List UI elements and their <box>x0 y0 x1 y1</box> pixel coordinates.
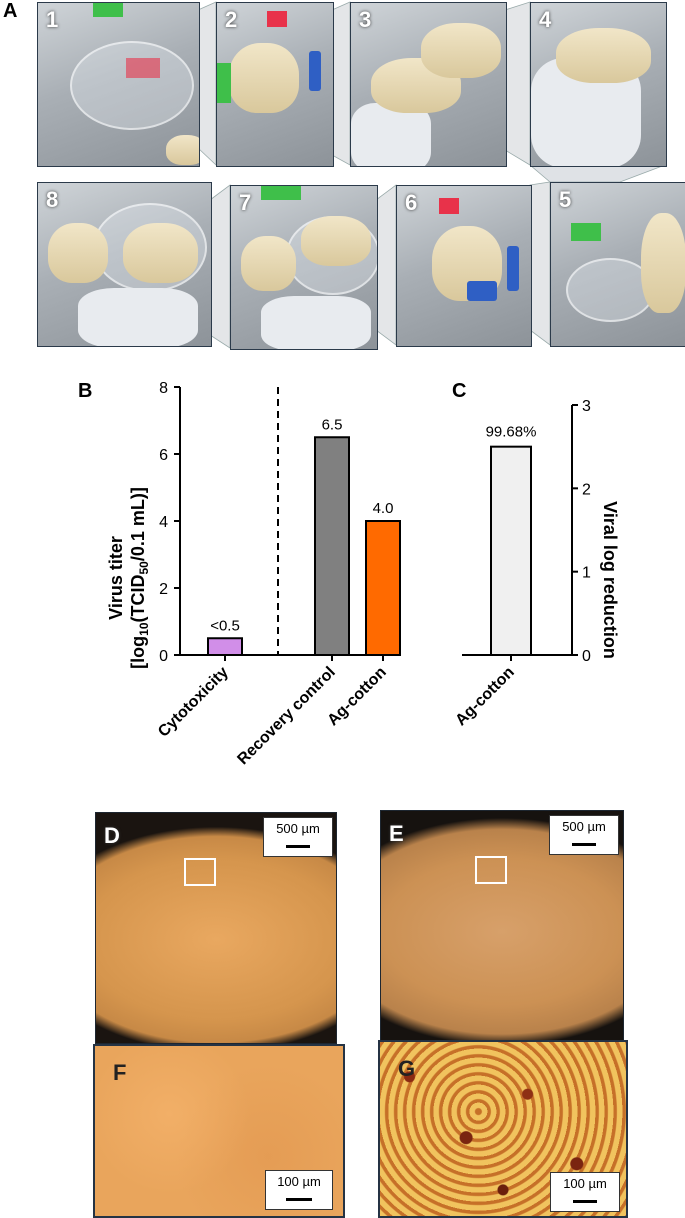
panel-label-g: G <box>398 1056 416 1081</box>
data-label: 6.5 <box>322 416 343 433</box>
zoom-box <box>184 858 216 886</box>
bar <box>490 445 532 656</box>
photo-connectors <box>197 1 666 349</box>
x-tick-label: Ag-cotton <box>452 664 517 729</box>
scale-label: 100 µm <box>277 1174 321 1189</box>
scale-bar-d: 500 µm <box>263 817 333 857</box>
chart-b-ylabel: Virus titer [log10(TCID50/0.1 mL)] <box>106 487 151 669</box>
panel-label-a: A <box>3 0 18 22</box>
y-tick-label: 0 <box>582 648 591 665</box>
chart-c-bars: 99.68% Ag-cotton <box>452 424 536 730</box>
chart-c-ylabel: Viral log reduction <box>600 501 620 659</box>
ylabel-line2: [log10(TCID50/0.1 mL)] <box>128 487 151 669</box>
panel-label-d: D <box>104 823 120 848</box>
step-number: 3 <box>359 7 372 32</box>
y-tick-label: 2 <box>159 581 168 598</box>
scale-bar-e: 500 µm <box>549 815 619 855</box>
step-number: 2 <box>225 7 238 32</box>
y-tick-label: 8 <box>159 380 168 397</box>
y-tick-label: 6 <box>159 447 168 464</box>
x-tick-label: Cytotoxicity <box>155 664 232 741</box>
data-label: 99.68% <box>486 424 537 441</box>
data-label: 4.0 <box>373 500 394 517</box>
bar <box>365 520 401 656</box>
zoom-box <box>475 856 507 884</box>
micrograph-g: G 100 µm <box>378 1040 628 1218</box>
step-number: 8 <box>46 187 59 212</box>
x-tick-label: Recovery control <box>234 664 338 768</box>
step-number: 4 <box>539 7 552 32</box>
scale-bar-f: 100 µm <box>265 1170 333 1210</box>
step-number: 5 <box>559 187 572 212</box>
y-tick-label: 0 <box>159 648 168 665</box>
y-tick-label: 3 <box>582 398 591 415</box>
ylabel-line1: Virus titer <box>106 536 126 620</box>
micrograph-d: D 500 µm <box>95 812 337 1044</box>
scale-label: 100 µm <box>563 1176 607 1191</box>
step-photo-1: 1 <box>37 2 200 167</box>
step-photo-8: 8 <box>37 182 212 347</box>
step-number: 7 <box>239 190 252 215</box>
micrograph-f: F 100 µm <box>93 1044 345 1218</box>
micrograph-e: E 500 µm <box>380 810 624 1044</box>
step-photo-3: 3 <box>350 2 507 167</box>
y-tick-label: 4 <box>159 514 168 531</box>
panel-label-e: E <box>389 821 404 846</box>
step-number: 1 <box>46 7 59 32</box>
bar <box>207 637 243 656</box>
y-tick-label: 2 <box>582 481 591 498</box>
scale-bar-g: 100 µm <box>550 1172 620 1212</box>
chart-b: Virus titer [log10(TCID50/0.1 mL)] 0 2 4 6 8… <box>106 380 620 768</box>
step-photo-6: 6 <box>396 185 532 347</box>
bar <box>314 436 350 656</box>
panel-label-f: F <box>113 1060 127 1085</box>
chart-b-axis: 0 2 4 6 8 <box>159 380 400 665</box>
scale-label: 500 µm <box>562 819 606 834</box>
data-label: <0.5 <box>210 617 240 634</box>
step-photo-7: 7 <box>230 185 378 350</box>
scale-label: 500 µm <box>276 821 320 836</box>
panel-label-b: B <box>78 380 93 402</box>
step-number: 6 <box>405 190 418 215</box>
step-photo-4: 4 <box>530 2 667 167</box>
y-tick-label: 1 <box>582 565 591 582</box>
step-photo-2: 2 <box>216 2 334 167</box>
step-photo-5: 5 <box>550 182 685 347</box>
panel-label-c: C <box>452 380 467 402</box>
